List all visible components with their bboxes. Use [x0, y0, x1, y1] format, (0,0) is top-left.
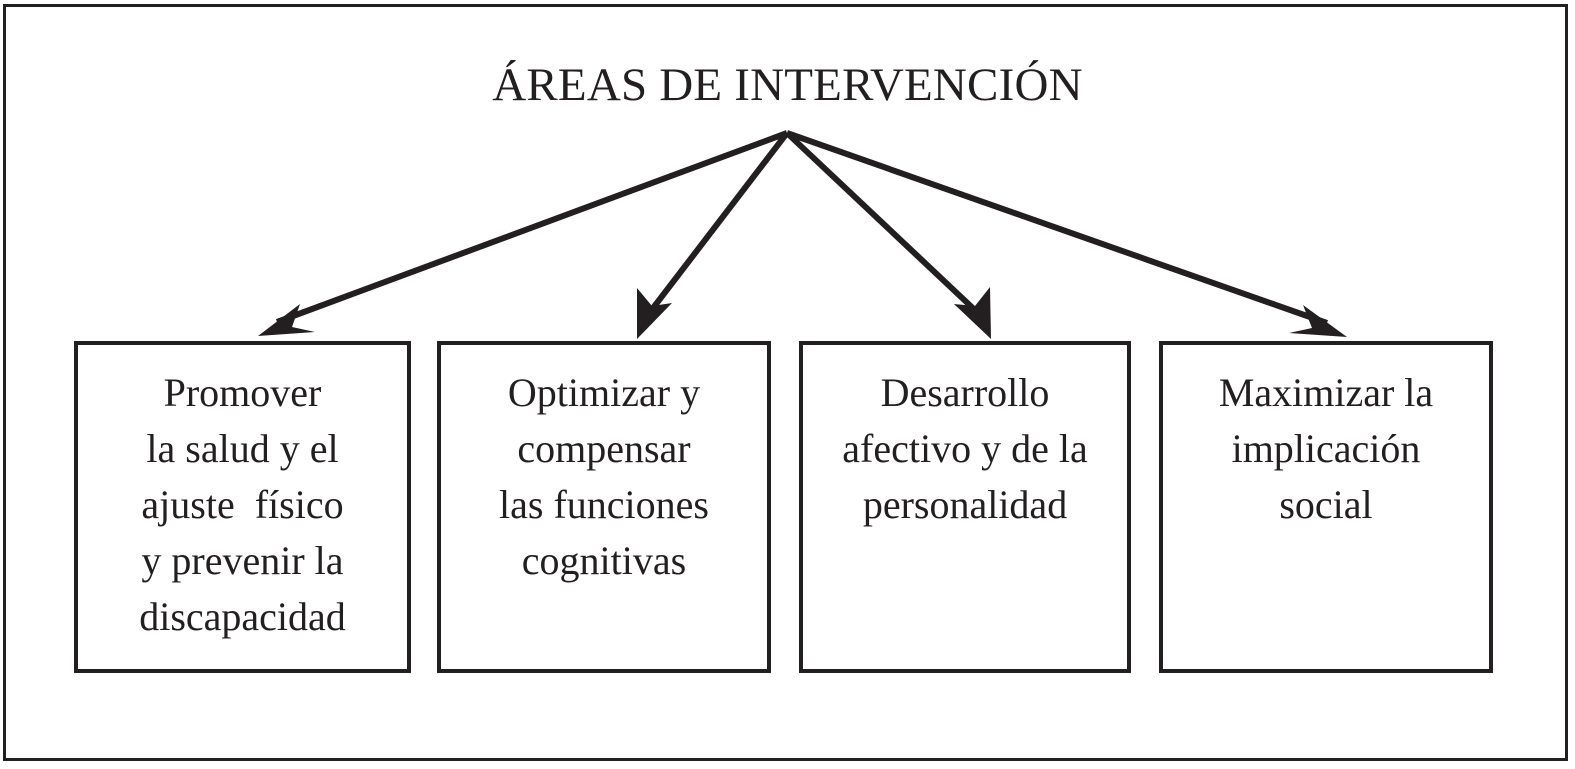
node-line: social [1279, 482, 1373, 527]
node-line: las funciones [499, 482, 709, 527]
page-title: ÁREAS DE INTERVENCIÓN [492, 59, 1083, 111]
node-line: Promover [163, 370, 322, 415]
node-line: Maximizar la [1218, 370, 1434, 415]
node-box-maximizar-implicacion[interactable]: Maximizar la implicación social [1159, 341, 1493, 673]
node-line: cognitivas [521, 538, 687, 583]
node-box-promover-salud[interactable]: Promover la salud y el ajuste físico y p… [74, 341, 411, 673]
node-box-desarrollo-afectivo[interactable]: Desarrollo afectivo y de la personalidad [799, 341, 1131, 673]
node-line: y prevenir la [141, 538, 344, 583]
node-line: Desarrollo [880, 370, 1050, 415]
node-line: personalidad [862, 482, 1068, 527]
node-line: afectivo y de la [842, 426, 1088, 471]
node-line: Optimizar y [507, 370, 701, 415]
node-line: compensar [517, 426, 691, 471]
node-line: discapacidad [139, 594, 346, 639]
node-line: la salud y el [146, 426, 339, 471]
node-line: implicación [1231, 426, 1421, 471]
node-line: ajuste físico [141, 482, 344, 527]
node-box-optimizar-compensar[interactable]: Optimizar y compensar las funciones cogn… [437, 341, 771, 673]
